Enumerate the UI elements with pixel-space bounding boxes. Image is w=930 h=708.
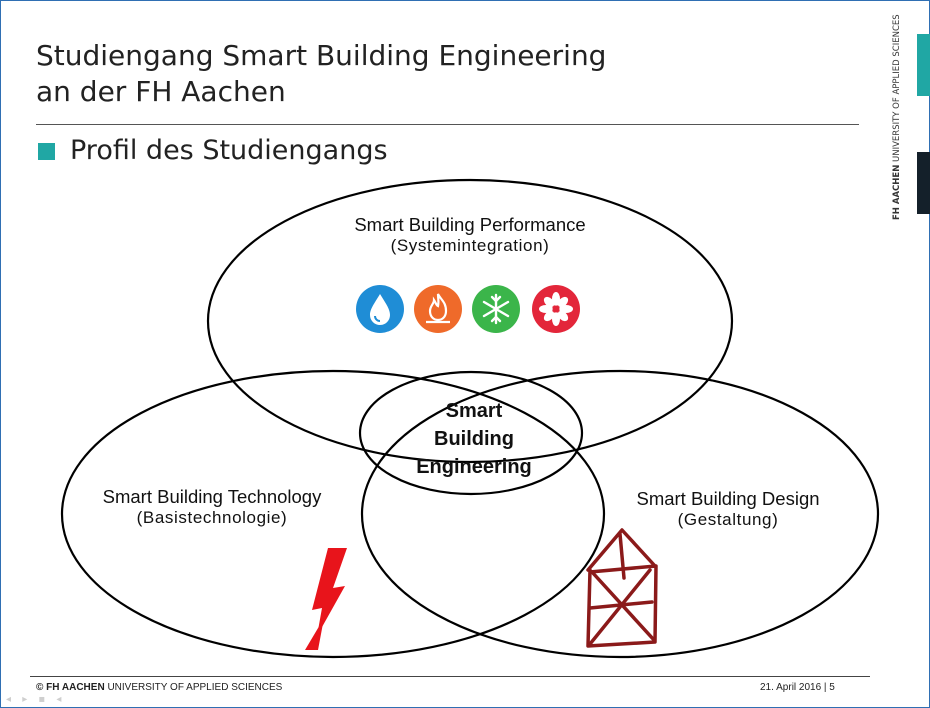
brand-bar-dark bbox=[917, 152, 930, 214]
venn-center-line-1: Smart bbox=[445, 400, 503, 422]
footer-brand: © FH AACHEN bbox=[36, 682, 105, 693]
venn-right-label: Smart Building Design (Gestaltung) bbox=[598, 488, 858, 530]
venn-circle-right bbox=[360, 369, 880, 659]
flame-icon bbox=[414, 285, 462, 333]
venn-left-label: Smart Building Technology (Basistechnolo… bbox=[62, 486, 362, 528]
venn-circle-top bbox=[206, 178, 734, 464]
venn-left-subtitle: (Basistechnologie) bbox=[136, 508, 288, 527]
venn-center-line-2: Building bbox=[434, 428, 514, 450]
venn-top-title: Smart Building Performance bbox=[354, 214, 586, 235]
venn-top-label: Smart Building Performance (Systemintegr… bbox=[300, 214, 640, 256]
venn-top-subtitle: (Systemintegration) bbox=[390, 236, 550, 255]
title-divider bbox=[36, 124, 859, 125]
slide-title: Studiengang Smart Building Engineering a… bbox=[36, 38, 606, 110]
water-drop-icon bbox=[356, 285, 404, 333]
snowflake-icon bbox=[472, 285, 520, 333]
venn-right-subtitle: (Gestaltung) bbox=[677, 510, 779, 529]
footer-divider bbox=[30, 676, 870, 677]
venn-center-label: Smart Building Engineering bbox=[384, 397, 564, 481]
venn-center-line-3: Engineering bbox=[416, 456, 532, 478]
brand-bar-teal bbox=[917, 34, 930, 96]
venn-right-title: Smart Building Design bbox=[636, 488, 820, 509]
venn-left-title: Smart Building Technology bbox=[102, 486, 322, 507]
venn-circle-left bbox=[60, 369, 606, 659]
bullet-square-icon bbox=[38, 143, 55, 160]
slide-nav-controls[interactable]: ◂ ▸ ▪ ◂ bbox=[6, 694, 66, 705]
footer-university: UNIVERSITY OF APPLIED SCIENCES bbox=[104, 682, 283, 693]
fan-icon bbox=[532, 285, 580, 333]
footer-date-page: 21. April 2016 | 5 bbox=[760, 682, 835, 693]
footer-copyright: © FH AACHEN UNIVERSITY OF APPLIED SCIENC… bbox=[36, 682, 282, 693]
lightning-bolt-icon bbox=[312, 548, 347, 636]
bullet-text: Profil des Studiengangs bbox=[70, 135, 388, 166]
house-sketch-icon bbox=[586, 528, 658, 648]
title-line-2: an der FH Aachen bbox=[36, 75, 286, 108]
title-line-1: Studiengang Smart Building Engineering bbox=[36, 39, 607, 72]
venn-circle-center bbox=[358, 370, 584, 496]
